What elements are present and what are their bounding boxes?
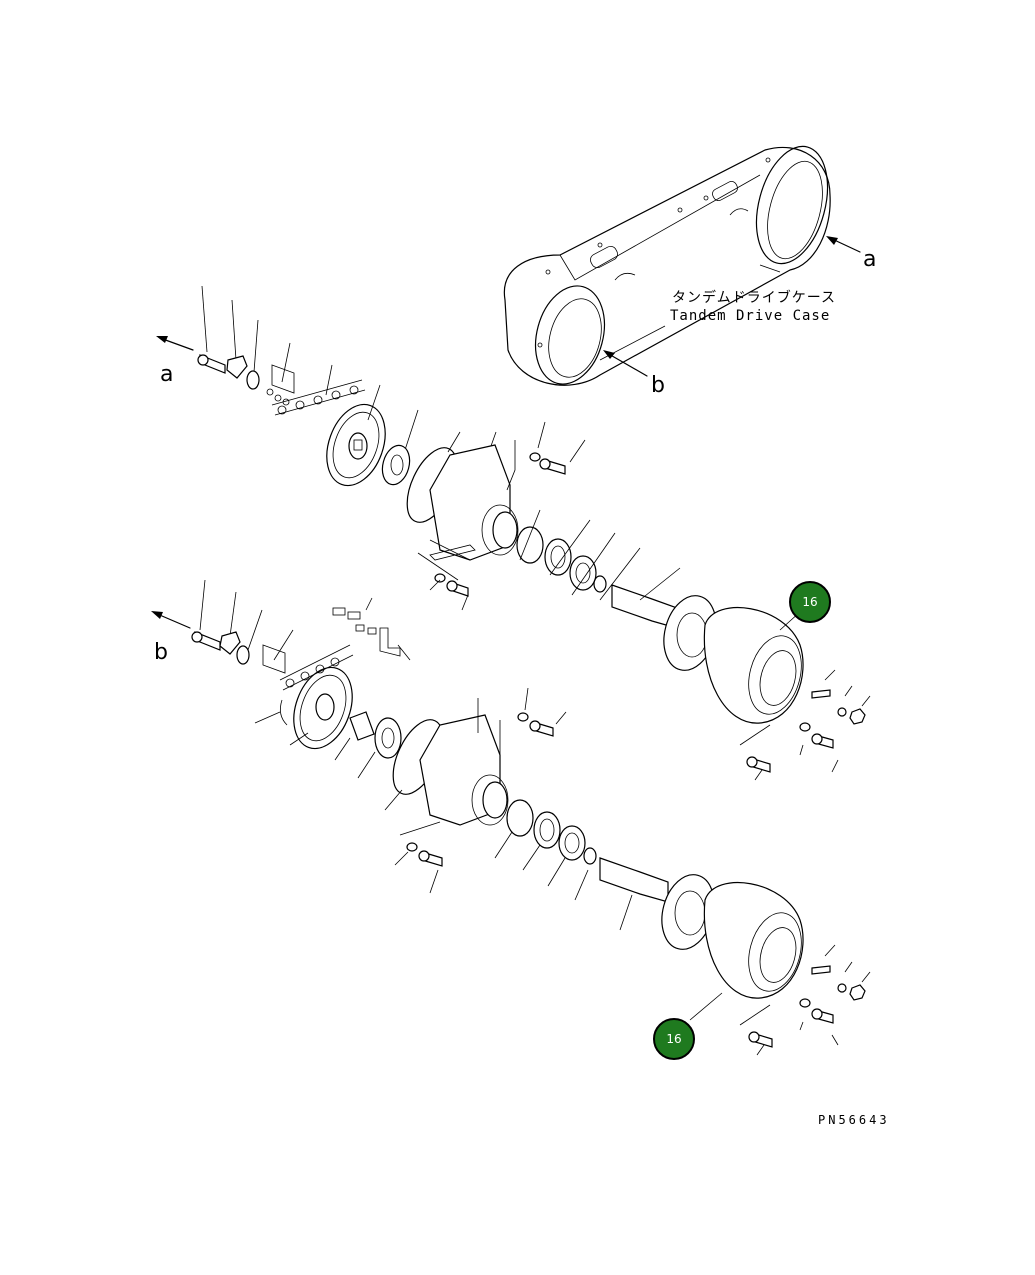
tandem-drive-case: a b タンデムドライブケース Tandem Drive Case [503, 145, 876, 398]
case-name-japanese: タンデムドライブケース [672, 289, 836, 306]
part-badge-upper[interactable]: 16 [789, 581, 831, 623]
upper-assembly: a [156, 285, 871, 781]
part-number: PN56643 [818, 1113, 890, 1127]
ref-label-a-assembly: a [160, 362, 173, 387]
badge-text: 16 [802, 595, 817, 609]
badge-circle [789, 581, 831, 623]
badge-text: 16 [666, 1032, 681, 1046]
ref-label-a-case: a [863, 247, 876, 272]
case-name-english: Tandem Drive Case [670, 308, 830, 324]
lower-assembly: b [151, 579, 871, 1056]
part-badge-lower[interactable]: 16 [653, 1018, 695, 1060]
ref-label-b-assembly: b [154, 640, 168, 665]
badge-circle [653, 1018, 695, 1060]
ref-label-b-case: b [651, 373, 665, 398]
